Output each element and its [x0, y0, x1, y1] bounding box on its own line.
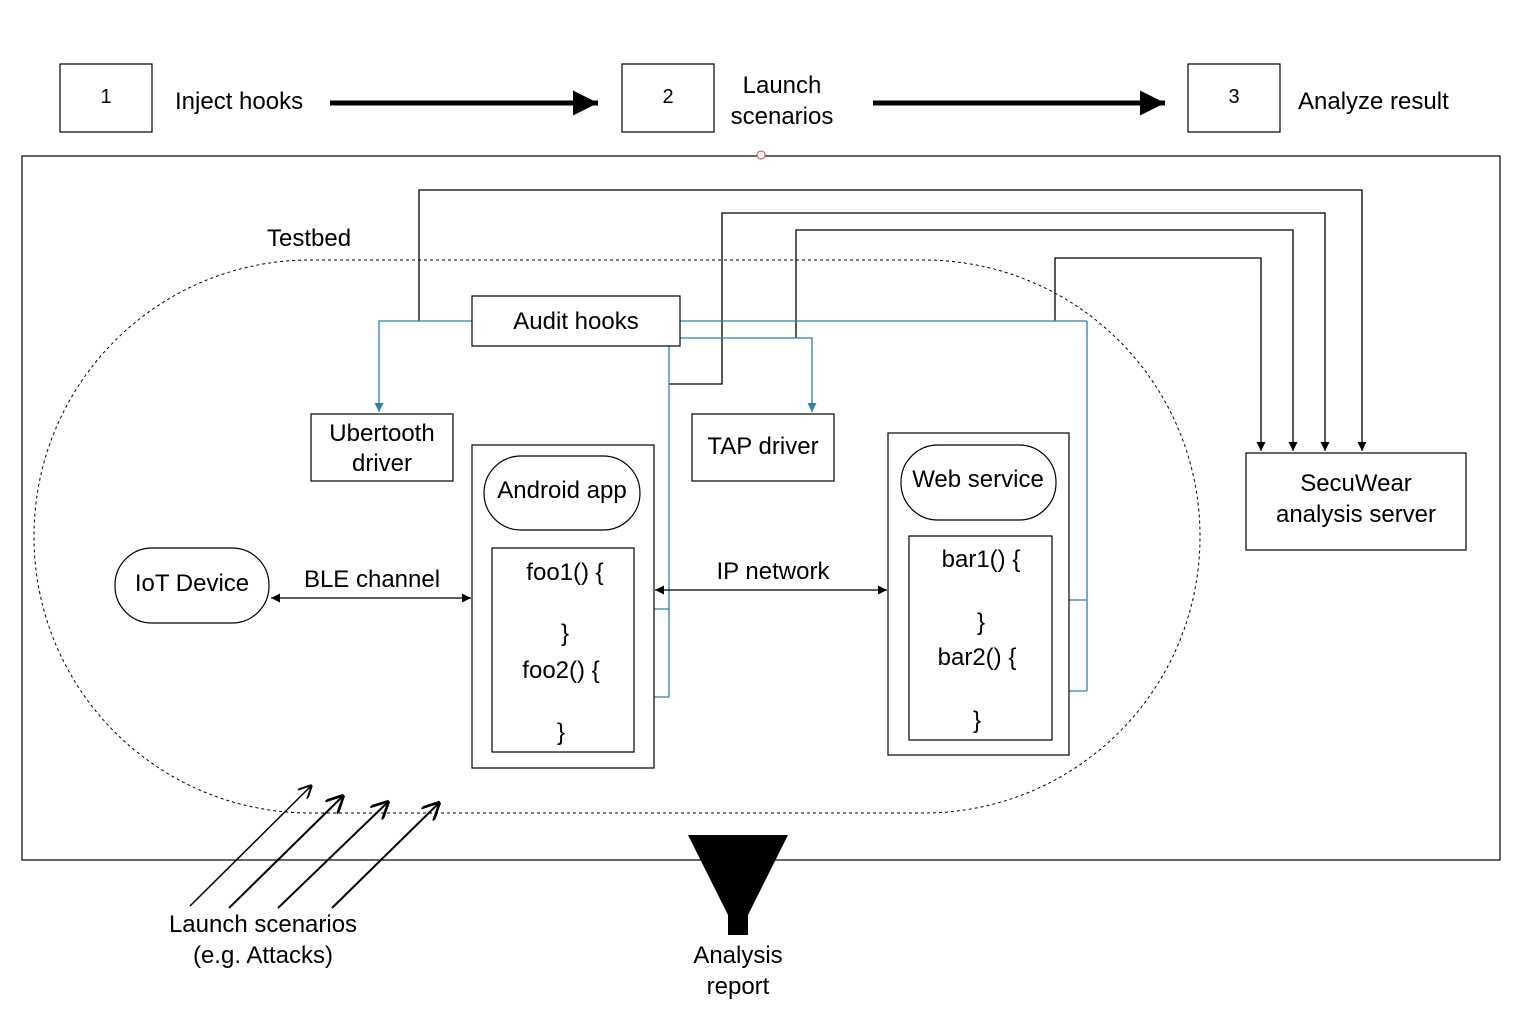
- step-3-box: [1187, 63, 1281, 133]
- ubertooth-to-server-line: [418, 189, 1367, 451]
- code-bar2-close: }: [973, 707, 981, 734]
- ble-channel-label: BLE channel: [304, 566, 440, 593]
- android-code-box: [491, 547, 635, 753]
- android-app-label: Android app: [497, 477, 626, 504]
- step-2-label-line2: scenarios: [731, 103, 834, 130]
- analysis-report-line1: Analysis: [693, 942, 782, 969]
- code-foo1-open: foo1() {: [526, 559, 603, 586]
- audit-hooks-box: [471, 295, 681, 347]
- ubertooth-label-line2: driver: [352, 450, 412, 477]
- hook-line-tap: [680, 337, 817, 412]
- testbed-label: Testbed: [267, 225, 351, 252]
- attack-arrow-3: [277, 801, 389, 909]
- attack-arrow-2: [228, 795, 344, 909]
- attack-arrow-1: [189, 785, 312, 907]
- code-bar1-close: }: [977, 609, 985, 636]
- tap-driver-label: TAP driver: [707, 433, 818, 460]
- web-service-label: Web service: [912, 466, 1044, 493]
- step-3-number: 3: [1228, 86, 1239, 108]
- code-foo2-open: foo2() {: [522, 657, 599, 684]
- code-foo2-close: }: [557, 719, 565, 746]
- frame-handle: [756, 150, 766, 160]
- web-to-server-line: [1054, 257, 1266, 451]
- analysis-report-line2: report: [707, 973, 770, 1000]
- web-code-box: [908, 535, 1053, 741]
- launch-scenarios-line1: Launch scenarios: [169, 911, 357, 938]
- ip-network-label: IP network: [717, 558, 831, 585]
- hook-line-ubertooth: [374, 320, 472, 412]
- attack-arrow-4: [331, 802, 440, 909]
- code-foo1-close: }: [561, 620, 569, 647]
- step-2-number: 2: [662, 86, 673, 108]
- tap-to-server-line: [795, 229, 1298, 451]
- web-service-pill: [900, 444, 1057, 521]
- server-label-line2: analysis server: [1276, 501, 1436, 528]
- testbed-boundary: [33, 259, 1201, 814]
- android-app-pill: [483, 455, 641, 531]
- step-1-box: [59, 63, 153, 133]
- iot-device-label: IoT Device: [135, 570, 249, 597]
- step-2-box: [621, 63, 715, 133]
- ubertooth-label-line1: Ubertooth: [329, 420, 434, 447]
- iot-device-pill: [114, 547, 270, 624]
- launch-scenarios-line2: (e.g. Attacks): [193, 942, 333, 969]
- analysis-server-box: [1245, 452, 1467, 551]
- step-1-number: 1: [100, 86, 111, 108]
- step-1-label: Inject hooks: [175, 88, 303, 115]
- step-3-label: Analyze result: [1298, 88, 1449, 115]
- android-to-server-line: [669, 212, 1330, 451]
- ubertooth-driver-box: [310, 413, 454, 482]
- step-2-label-line1: Launch: [743, 72, 822, 99]
- server-label-line1: SecuWear: [1300, 470, 1412, 497]
- code-bar2-open: bar2() {: [938, 644, 1017, 671]
- audit-hooks-label: Audit hooks: [513, 308, 638, 335]
- code-bar1-open: bar1() {: [942, 546, 1021, 573]
- tap-driver-box: [691, 413, 835, 482]
